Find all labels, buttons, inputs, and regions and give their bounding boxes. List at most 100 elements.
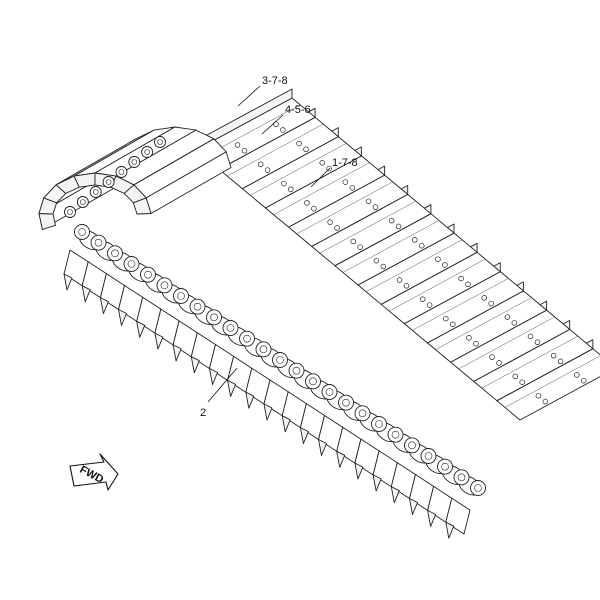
callout-1-7-8: 1-7-8 <box>332 157 358 169</box>
shoe-bolt <box>458 275 464 282</box>
shoe-grouser <box>63 273 73 291</box>
shoe-grouser <box>99 297 109 315</box>
plate-line <box>227 123 324 177</box>
shoe-grouser <box>318 439 327 456</box>
shoe-grouser <box>409 498 418 515</box>
shoe-bolt <box>395 223 402 230</box>
shoe-bolt <box>473 340 479 347</box>
plate-line <box>365 239 463 292</box>
shoe-bolt <box>512 373 518 380</box>
callout-leaders <box>207 85 331 403</box>
shoe-grouser <box>336 450 346 468</box>
plate-line <box>389 258 486 312</box>
chain-pin-center <box>80 199 86 205</box>
callout-3-7-8: 3-7-8 <box>262 75 288 87</box>
plate-line <box>504 355 600 408</box>
plate-line <box>342 220 440 273</box>
shoe-grouser <box>136 320 146 338</box>
shoe-grouser <box>172 344 182 362</box>
chain-pin-center <box>144 270 152 279</box>
shoe-bolt <box>534 339 541 345</box>
shoe-bolt <box>365 198 372 205</box>
shoe-bolt <box>334 225 340 231</box>
shoe-bolt <box>388 217 395 224</box>
shoe-grouser <box>245 391 255 409</box>
shoe-bolt <box>288 186 294 193</box>
chain-pin-center <box>78 228 86 236</box>
shoe-bolt <box>264 167 271 173</box>
shoe-grouser <box>81 285 91 303</box>
shoe-bolt <box>372 204 379 210</box>
shoe-bolt <box>465 281 471 288</box>
chain-pin-center <box>157 139 163 145</box>
shoe-bolt <box>350 238 356 245</box>
chain-pin-center <box>177 292 185 300</box>
shoe-bolt <box>504 314 511 320</box>
chain-pin-center <box>259 345 268 354</box>
chain-pin-center <box>441 462 449 471</box>
shoe-grouser <box>427 509 437 527</box>
chain-pin-center <box>226 324 235 332</box>
plate-line <box>296 181 393 235</box>
chain-pin-center <box>94 238 103 247</box>
shoe-bolt <box>535 392 542 399</box>
chain-pin-center <box>457 473 466 482</box>
shoe-grouser <box>154 332 164 350</box>
chain-pin-center <box>391 430 400 439</box>
shoe-grouser <box>299 427 309 445</box>
plate-line <box>273 162 370 215</box>
shoe-bolt <box>257 161 264 168</box>
chain-pin-center <box>92 189 99 195</box>
shoe-bolt <box>311 205 317 212</box>
plate-line <box>481 335 578 389</box>
shoe-bolt <box>580 377 587 384</box>
track-chain <box>38 88 600 539</box>
shoe-bolt <box>241 148 248 154</box>
shoe-bolt <box>234 142 241 148</box>
shoe-grouser <box>445 521 455 539</box>
shoe-bolt <box>349 185 356 191</box>
shoe-bolt <box>443 315 449 322</box>
shoe-bolt <box>304 200 310 206</box>
shoe-bolt <box>419 296 426 303</box>
shoe-bolt <box>450 321 456 328</box>
shoe-bolt <box>412 237 418 243</box>
plate-line <box>319 200 416 254</box>
leader-4-5-6 <box>261 114 284 135</box>
chain-pin-center <box>309 377 317 386</box>
chain-pin-center <box>144 149 150 155</box>
callout-2: 2 <box>200 407 206 419</box>
shoe-bolt <box>373 257 380 264</box>
shoe-bolt <box>527 333 534 340</box>
shoe-grouser <box>132 197 152 215</box>
shoe-bolt <box>542 398 549 405</box>
shoe-grouser <box>281 415 291 433</box>
chain-pin-center <box>127 260 136 268</box>
chain-pin-center <box>111 249 119 258</box>
shoe-bolt <box>396 277 403 283</box>
shoe-bolt <box>466 335 472 341</box>
chain-pin-center <box>160 281 169 290</box>
chain-pin-center <box>292 366 301 375</box>
shoe-bolt <box>435 256 441 262</box>
shoe-bolt <box>489 354 495 360</box>
shoe-grouser <box>190 356 200 374</box>
shoe-bolt <box>319 160 325 166</box>
shoe-grouser <box>38 213 56 230</box>
shoe-grouser <box>372 474 382 492</box>
chain-pin-center <box>243 334 251 343</box>
chain-pin-center <box>118 169 125 175</box>
shoe-bolt <box>442 262 448 268</box>
chain-pin-center <box>342 398 350 407</box>
plate-line <box>435 297 532 350</box>
chain-pin-center <box>105 179 112 185</box>
shoe-grouser <box>227 379 237 397</box>
shoe-grouser <box>263 403 273 421</box>
shoe-bolt <box>550 352 557 359</box>
fwd-arrow-icon <box>69 453 119 491</box>
shoe-bolt <box>280 127 286 133</box>
shoe-bolt <box>380 263 387 270</box>
chain-pin-center <box>375 420 383 428</box>
shoe-bolt <box>426 302 433 308</box>
